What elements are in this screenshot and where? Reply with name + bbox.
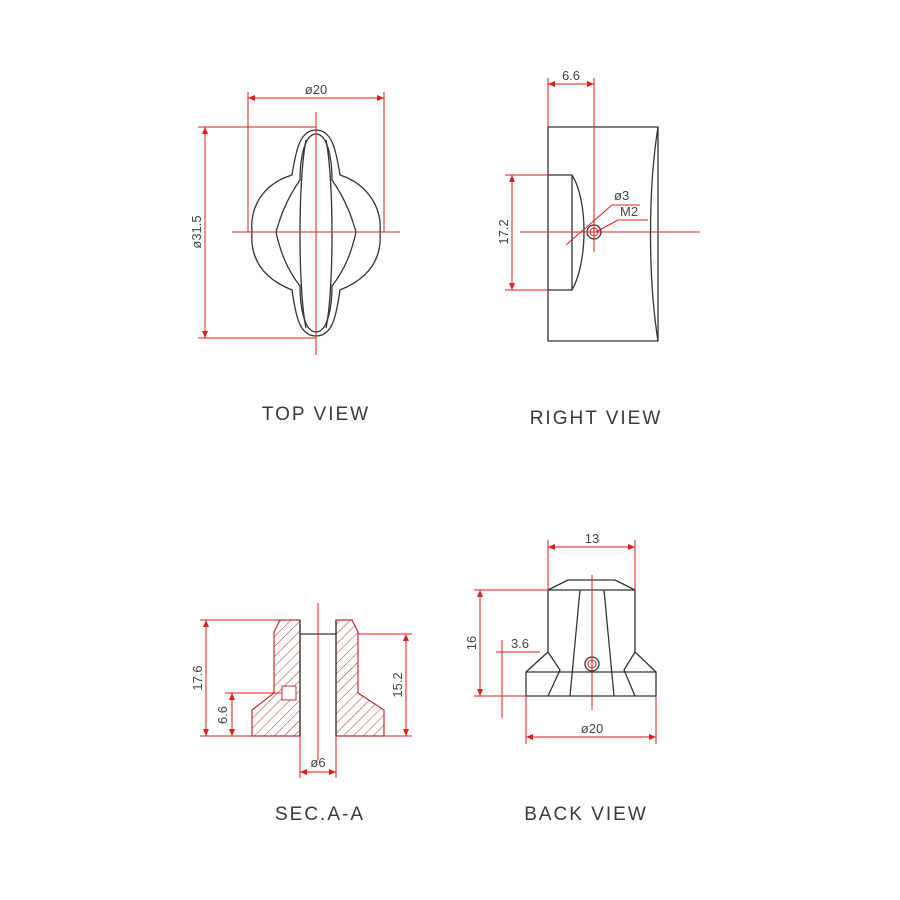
right-view: 6.6 17.2 ø3 M2 RIGHT VIEW [496, 68, 700, 429]
dim-right-height: 17.2 [496, 219, 511, 244]
right-view-curved-profile [649, 126, 659, 342]
dim-right-hole: ø3 [614, 188, 629, 203]
right-view-title: RIGHT VIEW [530, 408, 663, 429]
leader-thread [595, 219, 619, 233]
right-view-body [547, 126, 659, 342]
dim-back-base-width: ø20 [581, 721, 603, 736]
back-view-right-rib [623, 651, 636, 697]
dim-top-height: ø31.5 [189, 215, 204, 248]
section-view-title: SEC.A-A [275, 804, 365, 825]
back-view: 13 16 3.6 ø20 BACK VIEW [464, 531, 657, 825]
dim-top-width: ø20 [305, 82, 327, 97]
top-view: ø20 ø31.5 TOP VIEW [189, 82, 400, 425]
right-view-shaft [548, 174, 585, 291]
section-right-half [335, 619, 385, 737]
dim-right-thread: M2 [620, 204, 638, 219]
top-view-ridge-right [325, 139, 333, 329]
dim-back-height: 16 [464, 636, 479, 650]
dim-right-width: 6.6 [562, 68, 580, 83]
top-view-title: TOP VIEW [262, 404, 370, 425]
dim-section-flange: 6.6 [215, 706, 230, 724]
dim-back-offset: 3.6 [511, 636, 529, 651]
back-view-left-rib [547, 651, 561, 697]
dim-back-top-width: 13 [585, 531, 599, 546]
back-view-body [525, 579, 657, 697]
back-view-center-fin [569, 589, 615, 697]
dim-section-height: 17.6 [190, 665, 205, 690]
section-set-screw [281, 685, 297, 701]
section-left-half [251, 619, 301, 737]
dim-section-bore-depth: 15.2 [390, 672, 405, 697]
section-view: 17.6 6.6 15.2 ø6 SEC.A-A [190, 603, 412, 825]
top-view-ridge-left [299, 139, 307, 329]
dim-section-bore: ø6 [310, 755, 325, 770]
leader-hole [565, 204, 613, 246]
back-view-title: BACK VIEW [524, 804, 648, 825]
